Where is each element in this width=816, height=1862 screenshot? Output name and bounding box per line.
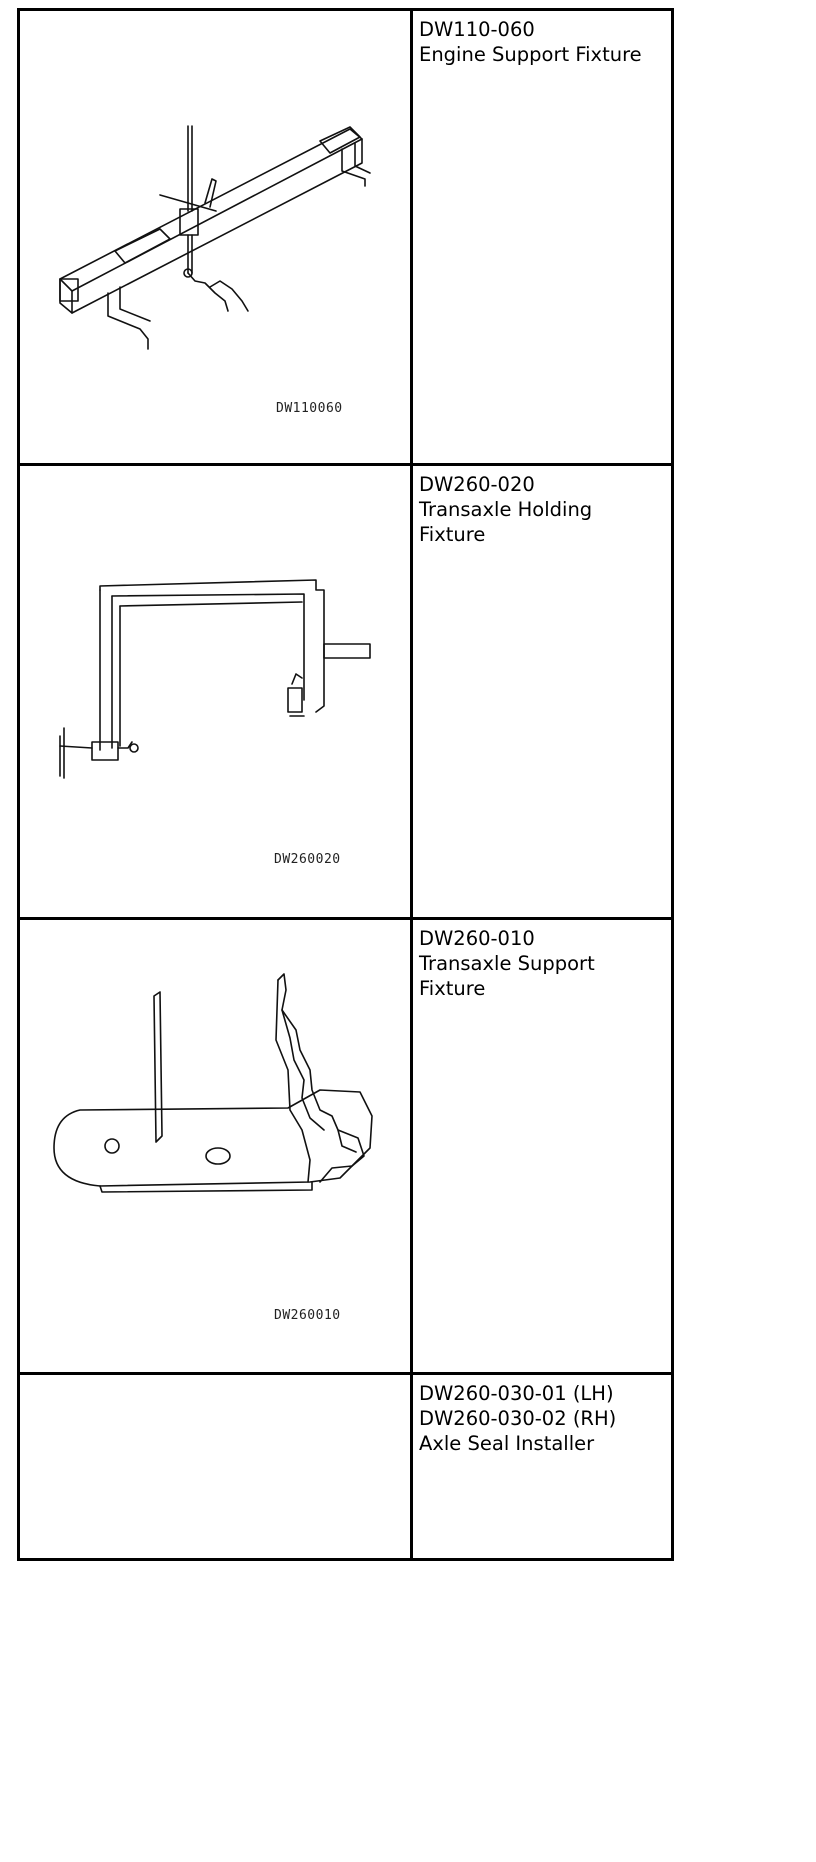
- table-row: DW260-030-01 (LH) DW260-030-02 (RH) Axle…: [17, 1372, 674, 1561]
- tool-name-continued: Fixture: [419, 523, 486, 546]
- engine-support-fixture-icon: [59, 125, 371, 350]
- tool-name: Axle Seal Installer: [419, 1432, 595, 1455]
- tool-part-number-lh: DW260-030-01 (LH): [419, 1382, 614, 1405]
- figure-label: DW110060: [276, 401, 343, 416]
- tool-name: Transaxle Holding: [419, 498, 593, 521]
- tool-name: Transaxle Support: [419, 952, 595, 975]
- special-tools-sheet: DW110060 DW110-060 Engine Support Fixtur…: [17, 8, 674, 1568]
- tool-part-number-rh: DW260-030-02 (RH): [419, 1407, 617, 1430]
- tool-name-continued: Fixture: [419, 977, 486, 1000]
- tool-image-cell: DW260020: [17, 463, 413, 920]
- table-row: DW110060 DW110-060 Engine Support Fixtur…: [17, 8, 674, 466]
- special-tools-table: DW110060 DW110-060 Engine Support Fixtur…: [17, 8, 674, 1561]
- transaxle-holding-fixture-icon: [59, 579, 371, 779]
- tool-description-cell: DW260-020 Transaxle Holding Fixture: [410, 463, 674, 920]
- figure-label: DW260010: [274, 1308, 341, 1323]
- tool-name: Engine Support Fixture: [419, 43, 642, 66]
- table-row: DW260020 DW260-020 Transaxle Holding Fix…: [17, 463, 674, 920]
- transaxle-support-fixture-icon: [53, 973, 373, 1193]
- tool-image-cell: DW110060: [17, 8, 413, 466]
- table-row: DW260010 DW260-010 Transaxle Support Fix…: [17, 917, 674, 1375]
- tool-image-cell: DW260010: [17, 917, 413, 1375]
- figure-label: DW260020: [274, 852, 341, 867]
- tool-description-cell: DW260-030-01 (LH) DW260-030-02 (RH) Axle…: [410, 1372, 674, 1561]
- tool-part-number: DW260-020: [419, 473, 535, 496]
- tool-description-cell: DW110-060 Engine Support Fixture: [410, 8, 674, 466]
- tool-part-number: DW110-060: [419, 18, 535, 41]
- tool-part-number: DW260-010: [419, 927, 535, 950]
- tool-description-cell: DW260-010 Transaxle Support Fixture: [410, 917, 674, 1375]
- tool-image-cell: [17, 1372, 413, 1561]
